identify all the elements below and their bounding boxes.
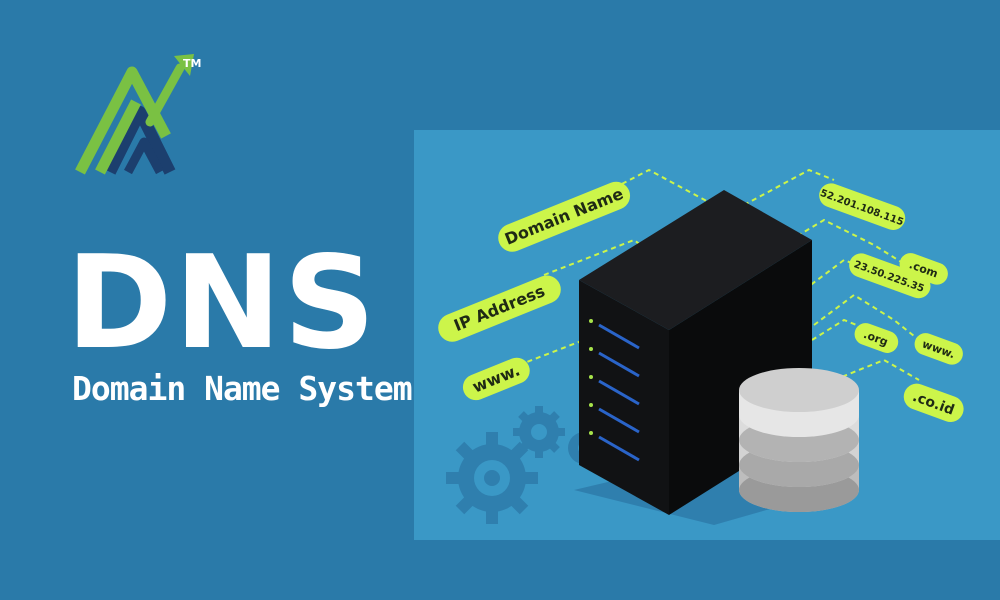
page-title: DNS: [66, 229, 378, 378]
brand-logo-icon: [75, 54, 194, 175]
dns-illustration: Domain Name IP Address www. 52.201.108.1…: [414, 130, 1000, 540]
page-subtitle: Domain Name System: [72, 369, 413, 408]
server-icon: [579, 190, 812, 515]
gear-icon: [446, 406, 600, 524]
trademark-mark: TM: [183, 57, 202, 70]
database-icon: [739, 368, 859, 512]
